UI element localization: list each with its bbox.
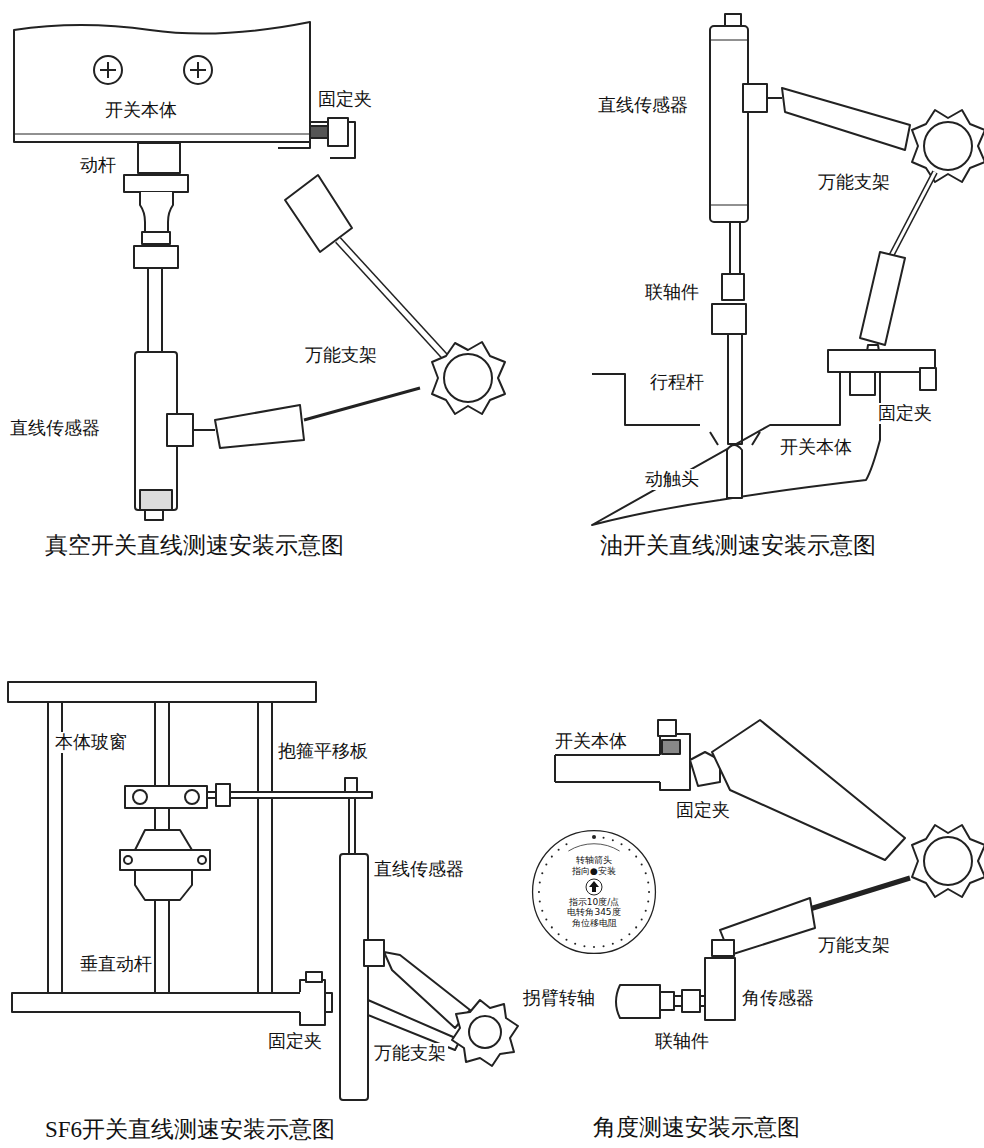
part-label: 拐臂转轴 xyxy=(521,988,597,1009)
part-label: 开关本体 xyxy=(553,731,629,752)
part-label: 开关本体 xyxy=(103,100,179,121)
part-label: 抱箍平移板 xyxy=(276,741,370,762)
dial-text: 指向●安装 xyxy=(572,866,616,877)
part-label: 万能支架 xyxy=(816,935,892,956)
dial-text: 指示10度/点 xyxy=(569,897,619,908)
dial-text: 转轴箭头 xyxy=(576,855,612,866)
part-label: 固定夹 xyxy=(316,89,374,110)
part-label: 垂直动杆 xyxy=(78,954,154,975)
arrow-icon xyxy=(585,878,603,896)
part-label: 直线传感器 xyxy=(372,859,466,880)
part-label: 固定夹 xyxy=(876,403,934,424)
part-label: 直线传感器 xyxy=(8,418,102,439)
figure-caption: SF6开关直线测速安装示意图 xyxy=(43,1117,337,1143)
part-label: 动触头 xyxy=(643,469,701,490)
part-label: 万能支架 xyxy=(372,1043,448,1064)
part-label: 本体玻窗 xyxy=(53,732,129,753)
dial-text: 角位移电阻 xyxy=(572,918,617,929)
part-label: 固定夹 xyxy=(266,1031,324,1052)
part-label: 联轴件 xyxy=(653,1031,711,1052)
figure-caption: 油开关直线测速安装示意图 xyxy=(598,533,878,559)
part-label: 万能支架 xyxy=(816,172,892,193)
part-label: 联轴件 xyxy=(643,282,701,303)
part-label: 角传感器 xyxy=(740,988,816,1009)
part-label: 直线传感器 xyxy=(596,95,690,116)
figure-caption: 角度测速安装示意图 xyxy=(591,1115,802,1141)
part-label: 动杆 xyxy=(78,155,118,176)
dial-face: 转轴箭头指向●安装指示10度/点电转角345度角位移电阻 xyxy=(530,828,658,956)
part-label: 万能支架 xyxy=(303,345,379,366)
part-label: 行程杆 xyxy=(648,372,706,393)
figure-caption: 真空开关直线测速安装示意图 xyxy=(43,533,346,559)
part-label: 开关本体 xyxy=(778,437,854,458)
dial-text: 电转角345度 xyxy=(567,907,620,918)
part-label: 固定夹 xyxy=(674,800,732,821)
